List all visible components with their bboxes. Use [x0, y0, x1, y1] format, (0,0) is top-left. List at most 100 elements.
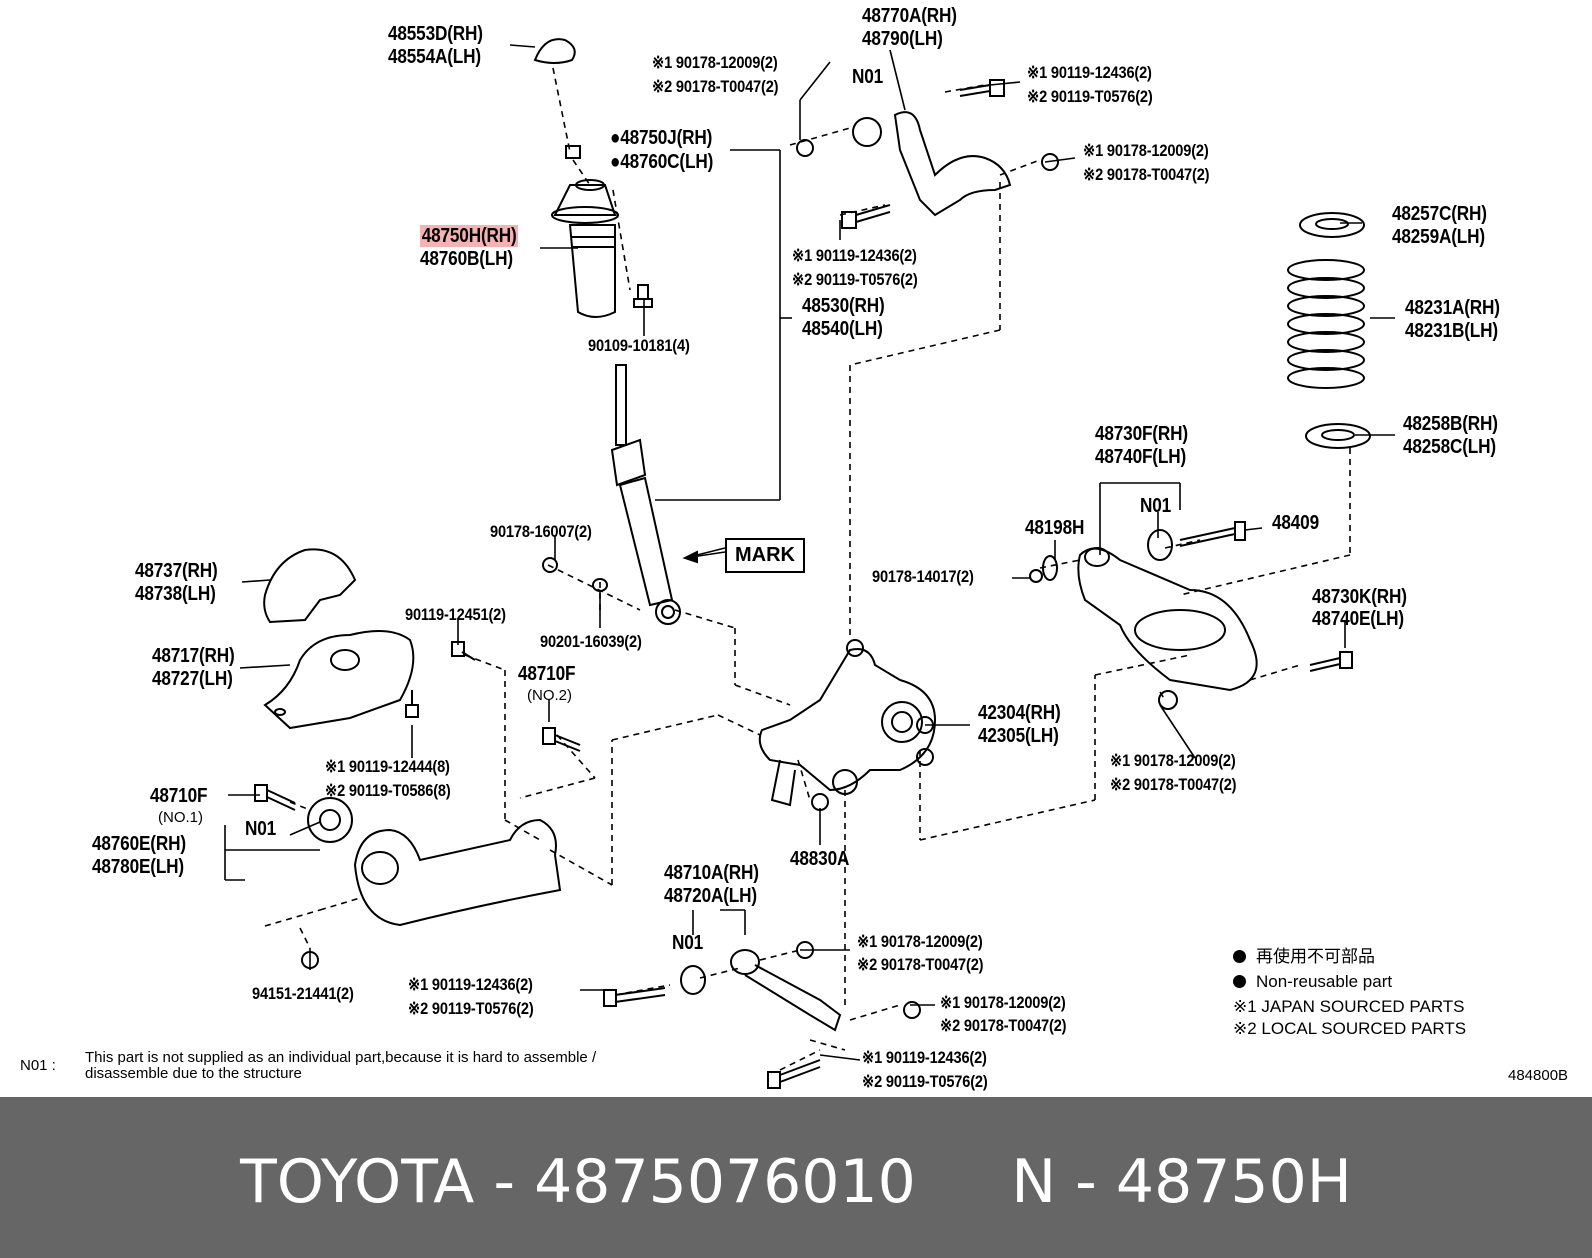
label-90178-12009-a: ※1 90178-12009(2) [652, 53, 778, 72]
label-90109: 90109-10181(4) [588, 336, 690, 355]
label-90119-t0576-b: ※2 90119-T0576(2) [792, 270, 918, 289]
label-90178-16007: 90178-16007(2) [490, 522, 592, 541]
label-48710a: 48710A(RH) [664, 862, 759, 884]
nut-90178-14017 [1029, 569, 1043, 583]
leader-lines [224, 44, 1395, 1061]
upper-arm [796, 111, 1012, 217]
bushing-48730f [1147, 529, 1173, 561]
label-90119-t0576-e: ※2 90119-T0576(2) [862, 1072, 988, 1091]
label-48258b: 48258B(RH) [1403, 413, 1498, 435]
label-48710f-no2: 48710F [518, 663, 576, 685]
nut-48830a [811, 793, 829, 811]
note-key: N01 : [20, 1057, 56, 1074]
label-90178-12009-c: ※1 90178-12009(2) [1110, 751, 1236, 770]
label-48738: 48738(LH) [135, 583, 216, 605]
bullet-icon [1233, 975, 1246, 988]
label-48554a: 48554A(LH) [388, 46, 481, 68]
dust-shield [263, 548, 357, 624]
label-48730k: 48730K(RH) [1312, 586, 1407, 608]
label-90178-t0047-d: ※2 90178-T0047(2) [857, 955, 984, 974]
legend-local-sourced: ※2 LOCAL SOURCED PARTS [1233, 1019, 1467, 1038]
label-90119-12436-a: ※1 90119-12436(2) [1027, 63, 1152, 82]
label-48720a: 48720A(LH) [664, 885, 757, 907]
label-n01-upper-arm: N01 [852, 66, 884, 88]
label-90119-12436-d: ※1 90119-12436(2) [408, 975, 533, 994]
label-n01-trailing-arm: N01 [245, 818, 277, 840]
lateral-link [603, 941, 921, 1089]
label-n01-lower-arm: N01 [1140, 495, 1172, 517]
mark-arrow-icon [682, 550, 698, 564]
nut-top-right [1041, 153, 1059, 171]
nut-94151 [301, 951, 319, 969]
label-48231a: 48231A(RH) [1405, 297, 1500, 319]
legend-japan-sourced: ※1 JAPAN SOURCED PARTS [1233, 997, 1465, 1016]
bolt-90119-12451 [451, 641, 476, 661]
label-90178-t0047-a: ※2 90178-T0047(2) [652, 77, 779, 96]
figure-code: 484800B [1508, 1067, 1569, 1084]
bolt-top-right [959, 79, 1005, 97]
label-48409: 48409 [1272, 512, 1319, 534]
label-90119-t0576-a: ※2 90119-T0576(2) [1027, 87, 1153, 106]
nut-90178-16007 [542, 557, 558, 573]
washer-48198h [1042, 555, 1058, 581]
label-90201: 90201-16039(2) [540, 632, 642, 651]
steering-knuckle [758, 639, 937, 807]
trailing-arm [307, 797, 562, 927]
label-48727: 48727(LH) [152, 668, 233, 690]
label-48530: 48530(RH) [802, 295, 885, 317]
label-48257c: 48257C(RH) [1392, 203, 1487, 225]
label-48770a: 48770A(RH) [862, 5, 957, 27]
dashed-assembly-lines [264, 67, 1351, 1071]
label-90178-t0047-c: ※2 90178-T0047(2) [1110, 775, 1237, 794]
label-94151: 94151-21441(2) [252, 984, 354, 1003]
part-number-text: TOYOTA - 4875076010 N - 48750H [240, 1147, 1352, 1217]
parts-diagram: 48553D(RH) 48554A(LH) ●48750J(RH) ●48760… [20, 5, 1569, 1091]
bolt-48409 [1179, 521, 1246, 547]
label-48760c: ●48760C(LH) [610, 151, 714, 173]
bullet-icon [1233, 950, 1246, 963]
bolt-48710f-no1 [254, 784, 296, 811]
lower-spring-seat [1305, 423, 1371, 449]
label-48198h: 48198H [1025, 517, 1085, 539]
exploded-view-drawing [224, 38, 1395, 1089]
label-48717: 48717(RH) [152, 645, 235, 667]
shock-absorber [610, 364, 681, 625]
label-48231b: 48231B(LH) [1405, 320, 1498, 342]
label-48750h-highlight: 48750H(RH) [420, 225, 519, 247]
bolt-90119-12444 [405, 690, 419, 718]
note-line-1: This part is not supplied as an individu… [85, 1049, 597, 1066]
label-48790: 48790(LH) [862, 28, 943, 50]
label-90178-t0047-b: ※2 90178-T0047(2) [1083, 165, 1210, 184]
label-90178-14017: 90178-14017(2) [872, 567, 974, 586]
shock-bumper-assembly [551, 179, 619, 318]
bracket-48717 [263, 630, 415, 730]
bolt-48730k [1309, 651, 1353, 672]
bolt-90109 [633, 284, 653, 308]
label-48750j: ●48750J(RH) [610, 127, 713, 149]
label-n01-lateral-link: N01 [672, 932, 704, 954]
upper-spring-seat [1299, 212, 1365, 238]
note-line-2: disassemble due to the structure [85, 1065, 302, 1082]
label-42304: 42304(RH) [978, 702, 1061, 724]
coil-spring [1287, 259, 1365, 389]
part-number-banner: TOYOTA - 4875076010 N - 48750H [0, 1097, 1592, 1258]
label-90178-t0047-e: ※2 90178-T0047(2) [940, 1016, 1067, 1035]
dust-cap [533, 38, 576, 64]
label-90119-12451: 90119-12451(2) [405, 605, 506, 624]
mark-callout: MARK [725, 538, 805, 573]
legend-nonreusable-jp: 再使用不可部品 [1233, 944, 1375, 969]
label-48737: 48737(RH) [135, 560, 218, 582]
legend-nonreusable-en: Non-reusable part [1233, 969, 1392, 994]
label-90178-12009-e: ※1 90178-12009(2) [940, 993, 1066, 1012]
label-42305: 42305(LH) [978, 725, 1059, 747]
nut-lower-right [1158, 690, 1178, 710]
label-48760b: 48760B(LH) [420, 248, 513, 270]
label-90119-t0586: ※2 90119-T0586(8) [325, 781, 451, 800]
label-48740e: 48740E(LH) [1312, 608, 1404, 630]
label-90119-12436-b: ※1 90119-12436(2) [792, 246, 917, 265]
lower-control-arm [1077, 547, 1258, 692]
bolt-upper-arm [841, 204, 891, 229]
label-90178-12009-b: ※1 90178-12009(2) [1083, 141, 1209, 160]
label-90119-12444: ※1 90119-12444(8) [325, 757, 450, 776]
label-48258c: 48258C(LH) [1403, 436, 1496, 458]
